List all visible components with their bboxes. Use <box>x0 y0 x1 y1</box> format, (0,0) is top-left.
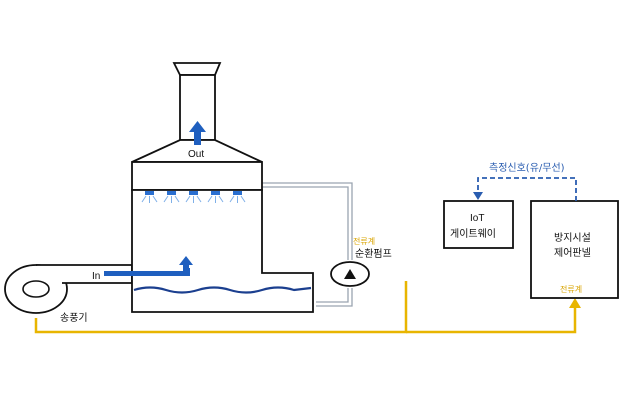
stack-cap <box>172 62 222 76</box>
nozzle-2 <box>163 191 180 203</box>
in-label: In <box>92 271 100 282</box>
pump-current-meter-label: 전류계 <box>353 236 375 246</box>
demister-band <box>131 161 263 191</box>
out-label: Out <box>188 149 204 160</box>
blower-label: 송풍기 <box>60 312 88 324</box>
water-surface <box>133 286 312 294</box>
spray-nozzles <box>141 191 246 203</box>
pump-label: 순환펌프 <box>355 248 392 260</box>
blower <box>4 264 133 314</box>
iot-gateway-box <box>443 200 514 249</box>
in-arrow-icon <box>104 256 193 276</box>
nozzle-1 <box>141 191 158 203</box>
circulation-pump <box>330 261 370 287</box>
measurement-signal-label: 측정신호(유/무선) <box>489 162 565 174</box>
panel-current-meter-label: 전류계 <box>560 284 582 294</box>
nozzle-4 <box>207 191 224 203</box>
panel-current-cable <box>406 305 577 334</box>
control-panel-label-1: 방지시설 <box>554 232 591 244</box>
measurement-signal-line <box>477 177 577 201</box>
nozzle-3 <box>185 191 202 203</box>
control-panel-label-2: 제어판넬 <box>554 247 591 259</box>
nozzle-5 <box>229 191 246 203</box>
scrubber-vessel <box>131 189 314 313</box>
signal-arrowhead <box>473 192 483 200</box>
out-arrow-icon <box>189 121 206 145</box>
current-sensor-cable <box>34 281 408 334</box>
iot-gateway-label-2: 게이트웨이 <box>450 228 496 240</box>
panel-cable-arrowhead <box>569 298 581 308</box>
iot-gateway-label-1: IoT <box>470 213 484 224</box>
scrubber-tower <box>131 62 314 313</box>
control-panel-box <box>530 200 619 299</box>
circulation-pipe <box>262 182 353 307</box>
